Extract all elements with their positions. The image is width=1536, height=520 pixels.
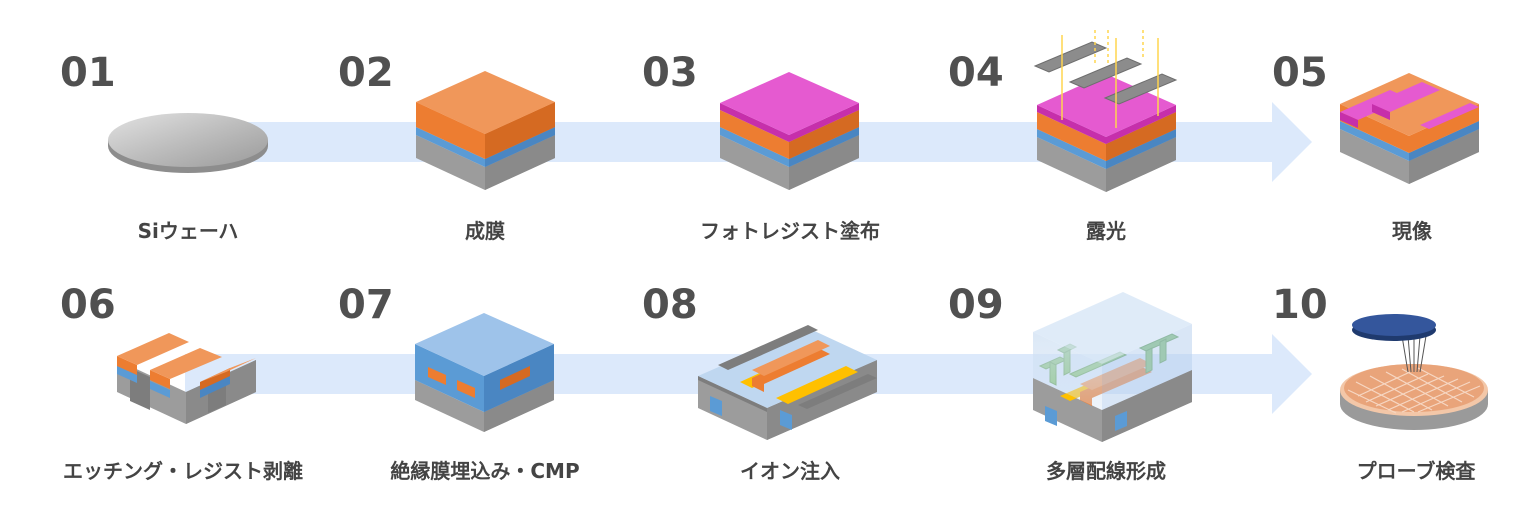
photoresist-coated-block: [720, 72, 859, 190]
step-label-06: エッチング・レジスト剥離: [63, 459, 303, 483]
probe-needles: [1401, 335, 1427, 373]
step-number-08: 08: [642, 282, 698, 328]
insulator-filled-block: [415, 313, 554, 432]
etched-structure: [117, 333, 256, 424]
multilayer-wiring-structure: [1033, 292, 1192, 442]
si-wafer-illustration: [108, 113, 268, 173]
light-rays: [1061, 30, 1159, 128]
step-number-09: 09: [948, 282, 1004, 328]
film-deposition-block: [416, 71, 555, 190]
step-number-07: 07: [338, 282, 394, 328]
step-label-01: Siウェーハ: [138, 219, 239, 243]
step-number-03: 03: [642, 50, 698, 96]
wafer-die-grid: [1347, 367, 1481, 414]
step-label-04: 露光: [1086, 219, 1126, 243]
step-label-02: 成膜: [465, 219, 505, 243]
step-label-05: 現像: [1392, 219, 1433, 243]
ion-implanted-structure: [698, 325, 877, 440]
step-label-03: フォトレジスト塗布: [700, 219, 880, 243]
step-label-08: イオン注入: [740, 459, 840, 483]
exposure-illustration: [1033, 30, 1178, 192]
step-number-05: 05: [1272, 50, 1328, 96]
step-label-07: 絶縁膜埋込み・CMP: [390, 459, 579, 483]
probe-test-illustration: [1340, 314, 1488, 430]
step-label-10: プローブ検査: [1357, 459, 1476, 483]
step-number-06: 06: [60, 282, 116, 328]
probe-card-icon: [1352, 314, 1436, 341]
step-number-04: 04: [948, 50, 1004, 96]
step-label-09: 多層配線形成: [1046, 459, 1166, 483]
step-number-10: 10: [1272, 282, 1328, 328]
step-number-02: 02: [338, 50, 394, 96]
step-number-01: 01: [60, 50, 116, 96]
developed-resist-block: [1340, 73, 1479, 184]
